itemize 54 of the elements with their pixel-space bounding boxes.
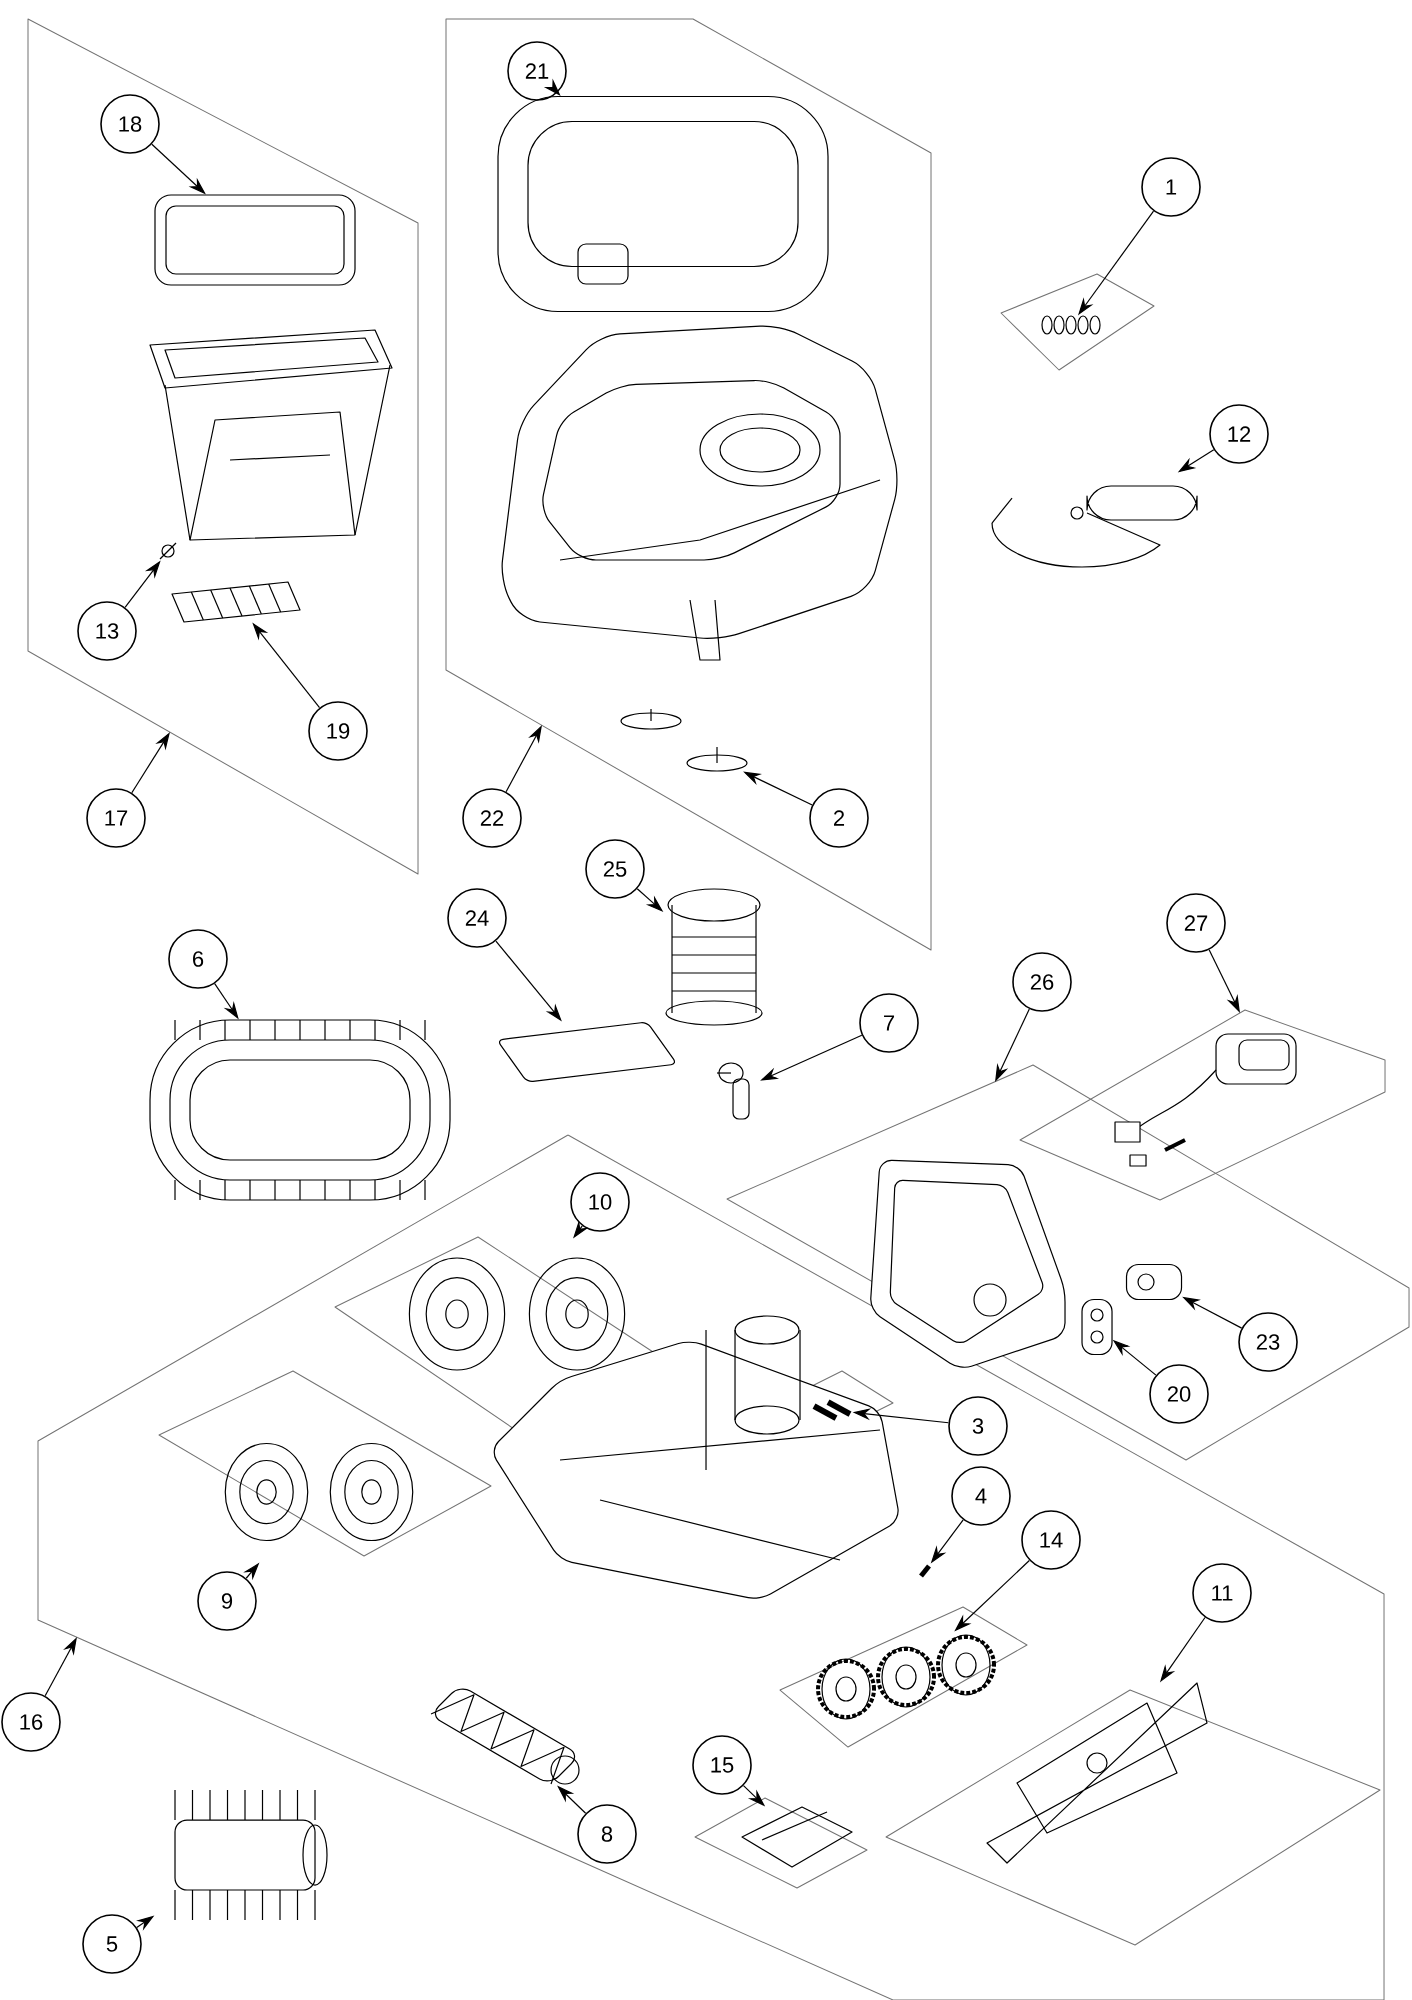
callout-number: 5 [82,1914,142,1974]
callout-number: 27 [1166,893,1226,953]
part-drawing [171,581,301,623]
callout-number: 25 [585,839,645,899]
callout-number: 2 [809,788,869,848]
callout-number: 1 [1141,157,1201,217]
part-drawing [1081,1298,1113,1356]
callout-number: 23 [1238,1312,1298,1372]
part-drawing [149,1019,451,1201]
group-frame [27,18,419,875]
part-drawing [174,1789,328,1921]
part-drawing [154,194,356,286]
callout-number: 8 [577,1804,637,1864]
callout-number: 14 [1021,1510,1081,1570]
callout-number: 6 [168,929,228,989]
callout-number: 11 [1192,1563,1252,1623]
part-drawing [1114,1033,1297,1167]
callout-number: 7 [859,993,919,1053]
callout-number: 13 [77,601,137,661]
callout-number: 15 [692,1735,752,1795]
part-drawing [1125,1263,1183,1301]
callout-number: 9 [197,1571,257,1631]
part-drawing [816,1634,996,1720]
callout-number: 4 [951,1466,1011,1526]
callout-number: 12 [1209,404,1269,464]
part-drawing [408,1257,626,1371]
callout-number: 18 [100,94,160,154]
part-drawing [991,485,1198,568]
part-drawing [497,95,829,313]
part-drawing [430,1688,580,1785]
part-drawing [986,1682,1208,1864]
callout-number: 20 [1149,1364,1209,1424]
callout-number: 24 [447,888,507,948]
callout-number: 26 [1012,952,1072,1012]
part-drawing [716,1062,750,1120]
callout-number: 19 [308,701,368,761]
part-drawing [919,1564,931,1578]
part-drawing [1041,315,1101,335]
callout-number: 16 [1,1692,61,1752]
part-drawing [159,542,177,560]
group-frame [445,18,932,951]
callout-number: 10 [570,1172,630,1232]
part-drawing [741,1806,853,1868]
group-frame [1019,1009,1386,1201]
callout-number: 22 [462,788,522,848]
callout-number: 17 [86,788,146,848]
callout-number: 3 [948,1396,1008,1456]
callout-number: 21 [507,41,567,101]
part-drawing [498,1022,676,1082]
part-drawing [665,888,763,1026]
part-drawing [620,708,748,772]
part-drawing [812,1399,852,1421]
group-frame [726,1064,1410,1461]
part-drawing [224,1442,414,1542]
